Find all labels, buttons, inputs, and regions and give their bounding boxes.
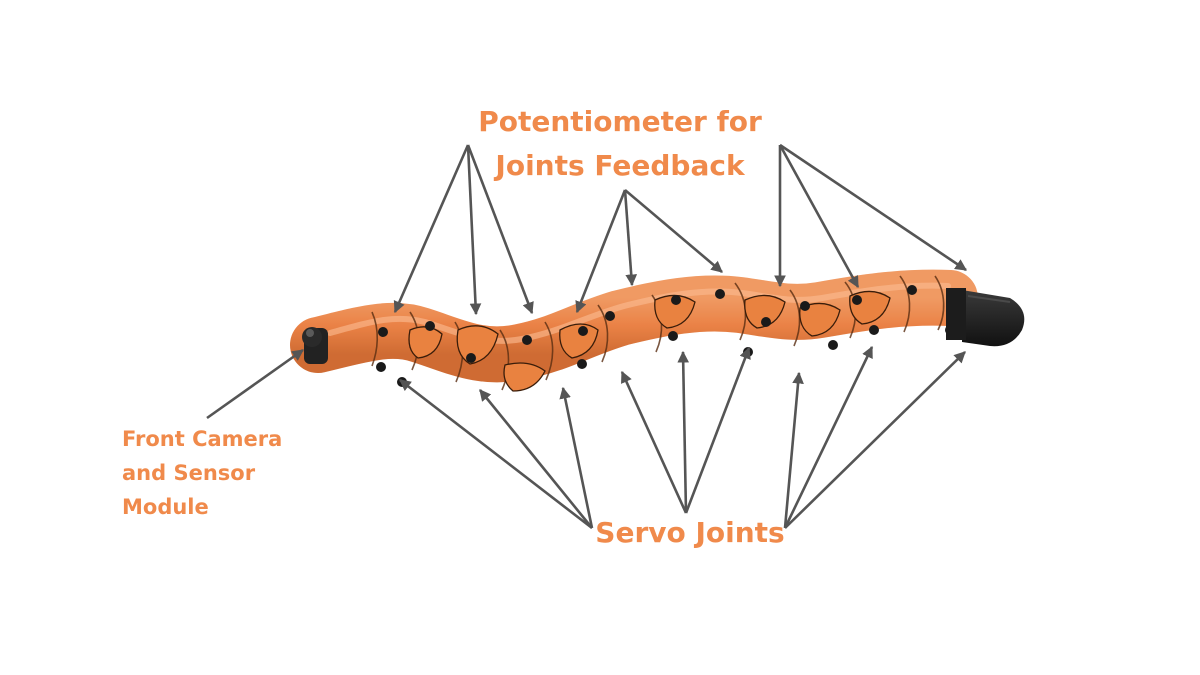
screw-dot [578, 326, 588, 336]
camera-module-arrow [206, 348, 304, 420]
potentiometer-label: Potentiometer for Joints Feedback [420, 100, 820, 188]
pot-arrow [623, 189, 638, 287]
front-camera-label-line-1: Front Camera [122, 427, 283, 451]
servo-arrow [784, 351, 966, 529]
joint-housing [503, 362, 546, 392]
pot-arrow [624, 189, 723, 273]
joint-housing [744, 294, 786, 329]
snake-robot-body [290, 269, 1025, 392]
servo-arrow [399, 378, 593, 530]
servo-arrow [677, 350, 690, 514]
servo-arrow [684, 346, 751, 514]
screw-dot [852, 295, 862, 305]
servo-joints-label-text: Servo Joints [595, 516, 785, 549]
screw-dot [800, 301, 810, 311]
joint-line [544, 321, 554, 381]
screw-dot [378, 327, 388, 337]
joint-housing [456, 325, 499, 365]
front-camera-label-line-3: Module [122, 495, 209, 519]
screw-dot [671, 295, 681, 305]
servo-arrow [783, 371, 804, 529]
pot-arrow [466, 144, 534, 315]
joint-housing [799, 302, 841, 337]
screw-dot [577, 359, 587, 369]
joint-housings [408, 290, 891, 392]
servo-arrow [559, 386, 594, 529]
pot-arrow [779, 143, 967, 272]
screw-dot [466, 353, 476, 363]
screw-dot [376, 362, 386, 372]
joint-line [934, 275, 945, 331]
screw-dot [605, 311, 615, 321]
pot-arrow [466, 144, 482, 316]
potentiometer-label-line-2: Joints Feedback [495, 149, 745, 182]
pot-arrow [575, 189, 627, 314]
servo-arrow [783, 345, 874, 529]
joint-line [597, 304, 609, 363]
servo-arrow [620, 370, 688, 514]
screw-dot [761, 317, 771, 327]
screw-dot [869, 325, 879, 335]
front-camera-module [302, 327, 328, 364]
pot-arrow [393, 144, 470, 314]
screw-dot [907, 285, 917, 295]
front-camera-label: Front Camera and Sensor Module [122, 422, 342, 524]
screw-dot [668, 331, 678, 341]
potentiometer-arrows [393, 143, 967, 316]
front-camera-label-line-2: and Sensor [122, 461, 256, 485]
joint-line [371, 311, 379, 367]
servo-arrow [478, 389, 594, 529]
potentiometer-label-line-1: Potentiometer for [478, 105, 762, 138]
joint-line [899, 275, 911, 333]
joint-line [499, 329, 510, 391]
rear-end-cap [946, 288, 1025, 347]
servo-joint-arrows [399, 345, 966, 530]
screw-dot [715, 289, 725, 299]
screw-dot [828, 340, 838, 350]
screw-dot [522, 335, 532, 345]
joint-housing [559, 323, 599, 359]
pot-arrow [778, 144, 860, 289]
screw-dot [425, 321, 435, 331]
camera-arrow [206, 348, 304, 420]
servo-joints-label: Servo Joints [570, 513, 810, 553]
